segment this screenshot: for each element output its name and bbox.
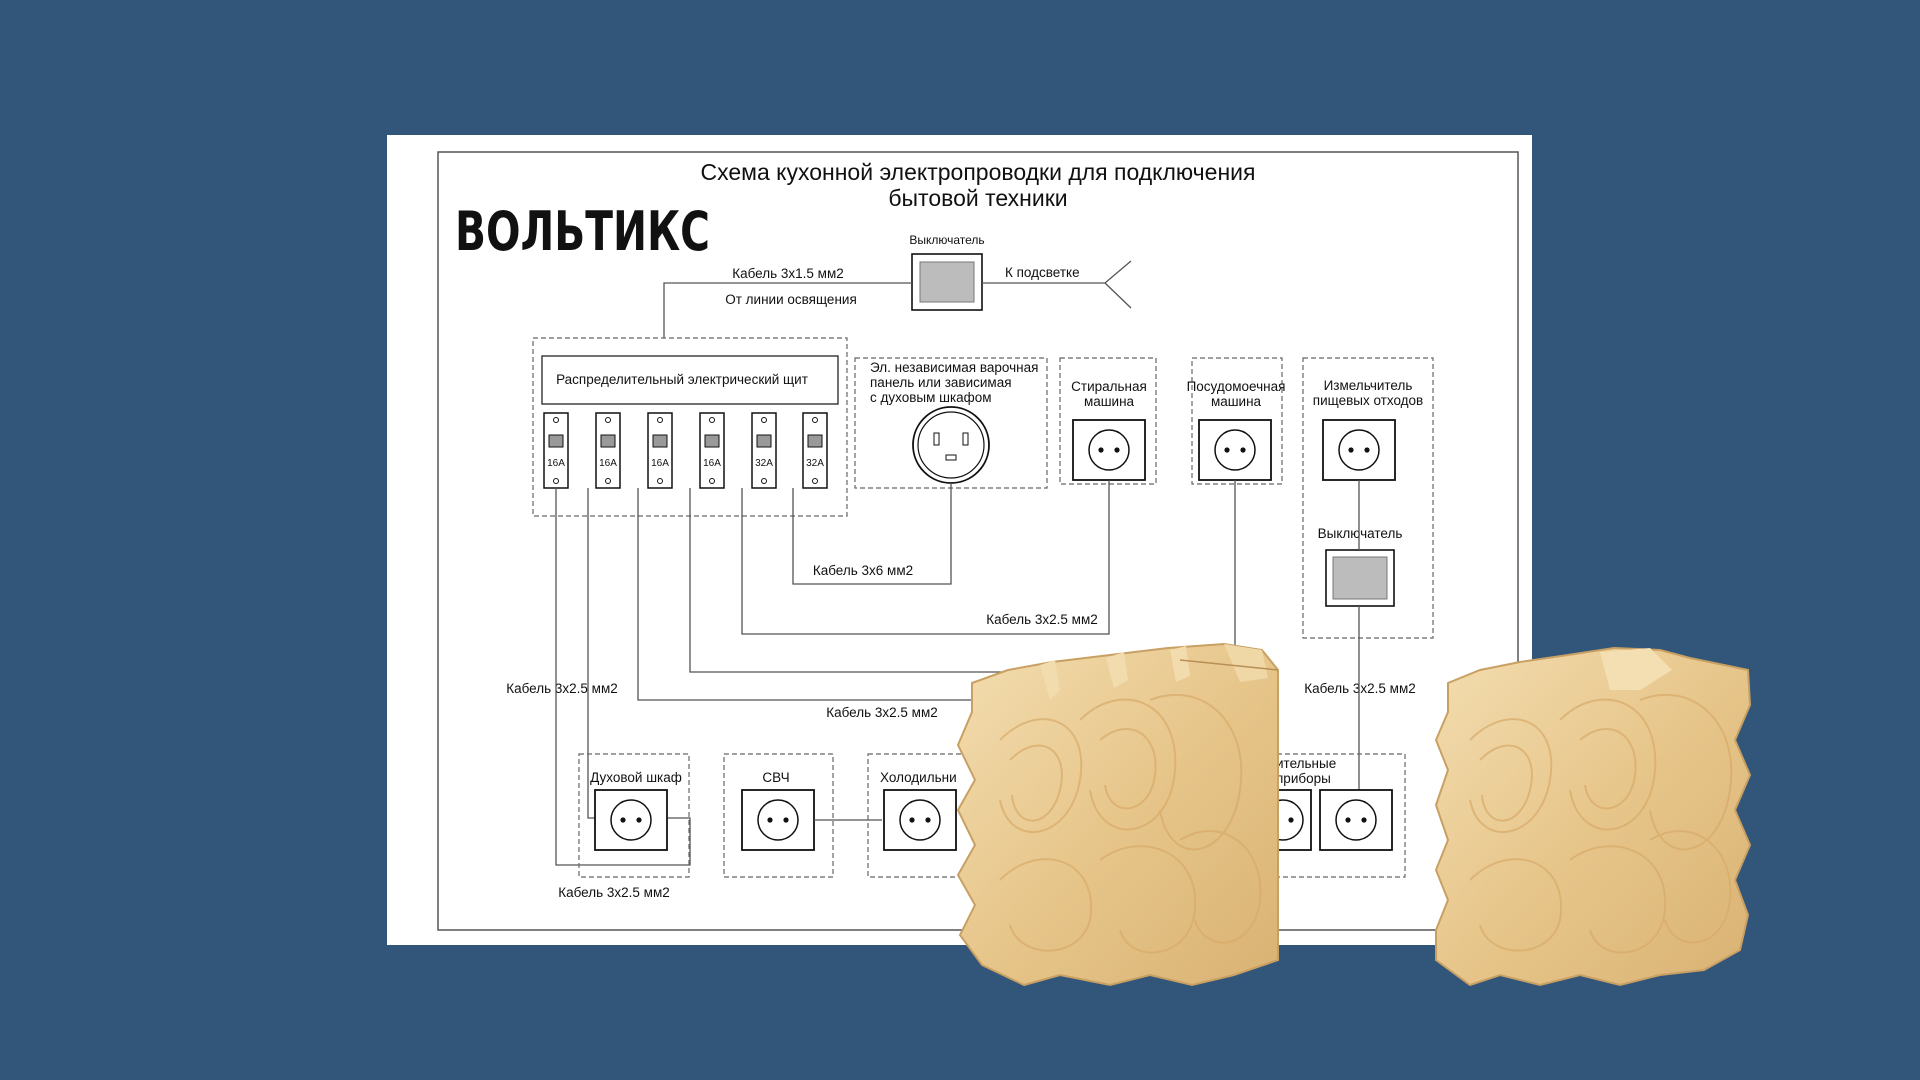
cable-right-label: Кабель 3х2.5 мм2 (1304, 681, 1416, 696)
disposer-socket (1322, 419, 1396, 481)
cooktop-label-1: Эл. независимая варочная (870, 360, 1038, 375)
diagram-title-line2: бытовой техники (888, 185, 1067, 211)
oven-label: Духовой шкаф (590, 770, 682, 785)
breaker-rating: 16А (651, 458, 669, 469)
to-lighting-label: К подсветке (1005, 265, 1080, 280)
wood-beam-right (1434, 646, 1752, 987)
small-appliances-label-2: приборы (1276, 771, 1331, 786)
dishwasher-label-2: машина (1211, 394, 1262, 409)
fridge-socket (883, 789, 957, 851)
washer-label-2: машина (1084, 394, 1135, 409)
disposer-label-1: Измельчитель (1324, 378, 1413, 393)
dishwasher-group (1191, 357, 1283, 485)
fridge-label: Холодильни (880, 770, 957, 785)
breaker-6: 32А (802, 412, 828, 489)
disposer-switch-label: Выключатель (1318, 526, 1403, 541)
cable-right-mid-label: Кабель 3х2.5 мм2 (986, 612, 1098, 627)
panel-label: Распределительный электрический щит (556, 372, 808, 387)
breaker-rating: 16А (547, 458, 565, 469)
washer-group (1059, 357, 1157, 485)
distribution-panel (541, 355, 839, 405)
dishwasher-socket (1198, 419, 1272, 481)
breaker-4: 16А (699, 412, 725, 489)
small-appliances-socket-2 (1319, 789, 1393, 851)
diagram-title-line1: Схема кухонной электропроводки для подкл… (701, 159, 1256, 185)
oven-socket (594, 789, 668, 851)
oven-group (578, 753, 690, 878)
top-switch-label: Выключатель (909, 233, 984, 247)
wood-beam-left (956, 642, 1279, 987)
breaker-5: 32А (751, 412, 777, 489)
cable-top-label: Кабель 3х1.5 мм2 (732, 266, 844, 281)
washer-socket (1072, 419, 1146, 481)
dishwasher-label-1: Посудомоечная (1187, 379, 1286, 394)
breaker-2: 16А (595, 412, 621, 489)
breaker-1: 16А (543, 412, 569, 489)
washer-label-1: Стиральная (1071, 379, 1147, 394)
cooktop-label-2: панель или зависимая (870, 375, 1012, 390)
breaker-rating: 32А (806, 458, 824, 469)
cooktop-socket (912, 406, 990, 484)
breaker-rating: 16А (703, 458, 721, 469)
disposer-label-2: пищевых отходов (1313, 393, 1423, 408)
microwave-group (723, 753, 834, 878)
cable-center-label: Кабель 3х2.5 мм2 (826, 705, 938, 720)
brand-logo: ВОЛЬТИКС (455, 200, 710, 263)
cable-left-label: Кабель 3х2.5 мм2 (506, 681, 618, 696)
cable-bottom-label: Кабель 3х2.5 мм2 (558, 885, 670, 900)
microwave-label: СВЧ (762, 770, 789, 785)
breaker-3: 16А (647, 412, 673, 489)
breaker-rating: 16А (599, 458, 617, 469)
breaker-rating: 32А (755, 458, 773, 469)
cooktop-label-3: с духовым шкафом (870, 390, 992, 405)
microwave-socket (741, 789, 815, 851)
lighting-line-label: От линии освящения (725, 292, 857, 307)
disposer-group (1302, 357, 1434, 639)
small-appliances-label-1: ительные (1276, 756, 1336, 771)
cable-3x6-label: Кабель 3х6 мм2 (813, 563, 913, 578)
